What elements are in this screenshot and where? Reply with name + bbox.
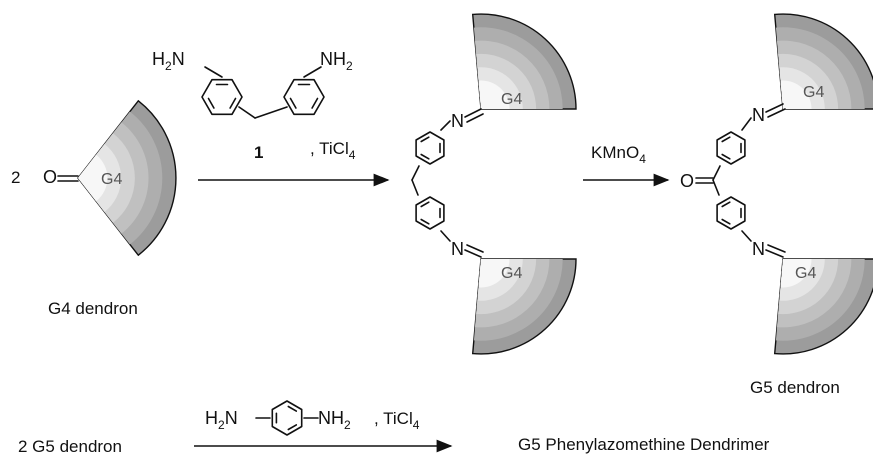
- imine-double-bond-top-a: [464, 108, 482, 118]
- amine-left: H2N: [152, 49, 185, 73]
- methylene-bond-left: [238, 106, 256, 119]
- amine-right: NH2: [318, 408, 351, 432]
- reagent-methylenedianiline: H2N NH2 1 , TiCl4: [152, 49, 356, 162]
- dendron-shell-layer: [478, 259, 510, 288]
- benzene-ring-top: [716, 131, 746, 165]
- imine-double-bond-bottom-a: [765, 249, 784, 258]
- carbonyl-bond-upper: [712, 165, 721, 181]
- carbonyl-bond-lower: [712, 179, 720, 196]
- catalyst-ticl4: , TiCl4: [374, 409, 420, 432]
- benzene-ring-right: [283, 78, 325, 116]
- amine-left: H2N: [205, 408, 238, 432]
- imine-nitrogen-top: N: [451, 111, 464, 131]
- product-bis-imine: G4 N N G4: [411, 13, 577, 355]
- catalyst-ticl4: , TiCl4: [310, 139, 356, 162]
- product-g5-dendron: G4 N O N G4 G5 dendron: [680, 13, 873, 397]
- dendron-generation-label: G4: [101, 171, 122, 188]
- ring-double-bond: [721, 153, 731, 160]
- dendron-shell-layer: [780, 259, 812, 288]
- dendron-label-top: G4: [501, 91, 522, 108]
- reagent-p-phenylenediamine: H2N NH2 , TiCl4: [205, 400, 420, 436]
- stoichiometry-coefficient: 2: [11, 168, 20, 187]
- ring-double-bond: [229, 97, 237, 109]
- ring-double-bond: [420, 153, 430, 160]
- dendron-wedge-bottom: [773, 258, 873, 355]
- dendron-shell-layer: [478, 80, 510, 109]
- n-aryl-bond-top: [440, 120, 451, 131]
- benzene-ring-left: [201, 78, 243, 116]
- ring-outline: [283, 78, 325, 116]
- ring-double-bond: [287, 424, 298, 431]
- ring-double-bond: [721, 218, 731, 225]
- dendron-label-bottom: G4: [795, 265, 816, 282]
- reactant-g4-dendron: 2 O G4 G4 dendron: [11, 99, 177, 318]
- dendron-wedge-top: [471, 13, 577, 110]
- methylene-bond-lower: [411, 179, 419, 196]
- ring-double-bond: [287, 405, 298, 412]
- carbonyl-oxygen: O: [43, 167, 57, 187]
- methylene-bond-upper: [411, 165, 420, 181]
- ring-double-bond: [721, 201, 731, 208]
- ring-double-bond: [207, 97, 215, 109]
- benzene-ring-bottom: [415, 196, 445, 230]
- benzene-ring-top: [415, 131, 445, 165]
- ring-outline: [271, 400, 303, 436]
- step3-reactant: 2 G5 dendron: [18, 437, 122, 456]
- dendron-label-top: G4: [803, 84, 824, 101]
- product-label: G5 dendron: [750, 378, 840, 397]
- ring-double-bond: [420, 218, 430, 225]
- imine-nitrogen-bottom: N: [451, 239, 464, 259]
- ring-double-bond: [721, 136, 731, 143]
- imine-double-bond-bottom-b: [767, 244, 786, 253]
- ring-double-bond: [420, 136, 430, 143]
- ring-double-bond: [420, 201, 430, 208]
- ring-double-bond: [311, 97, 319, 109]
- final-product: G5 Phenylazomethine Dendrimer: [518, 435, 770, 454]
- methylene-bond-right: [254, 106, 288, 119]
- imine-double-bond-bottom-b: [466, 244, 484, 253]
- n-aryl-bond-bottom: [440, 230, 451, 242]
- reactant-label: G4 dendron: [48, 299, 138, 318]
- n-aryl-bond-bottom: [741, 230, 752, 242]
- imine-nitrogen-top: N: [752, 105, 765, 125]
- dendron-label-bottom: G4: [501, 265, 522, 282]
- dendron-wedge-g4: [77, 99, 177, 257]
- ring-outline: [716, 196, 746, 230]
- ring-outline: [415, 196, 445, 230]
- dendron-wedge-top: [773, 13, 873, 110]
- n-aryl-bond-top: [741, 117, 752, 131]
- imine-nitrogen-bottom: N: [752, 239, 765, 259]
- dendron-wedge-bottom: [471, 258, 577, 355]
- dendron-shell-layer: [780, 80, 812, 109]
- benzene-ring-para: [271, 400, 303, 436]
- imine-double-bond-bottom-a: [464, 249, 482, 258]
- ring-outline: [415, 131, 445, 165]
- amine-right: NH2: [320, 49, 353, 73]
- amine-bond-right: [303, 66, 322, 78]
- ring-double-bond: [289, 97, 297, 109]
- imine-double-bond-top-b: [466, 113, 484, 123]
- imine-double-bond-top-b: [767, 108, 786, 118]
- benzene-ring-bottom: [716, 196, 746, 230]
- oxidant-kmno4: KMnO4: [591, 143, 646, 166]
- compound-number: 1: [254, 143, 263, 162]
- imine-double-bond-top-a: [765, 103, 784, 113]
- dendron-shell-layer: [78, 154, 108, 202]
- ketone-oxygen: O: [680, 171, 694, 191]
- ring-outline: [716, 131, 746, 165]
- amine-bond-left: [204, 66, 223, 78]
- ring-outline: [201, 78, 243, 116]
